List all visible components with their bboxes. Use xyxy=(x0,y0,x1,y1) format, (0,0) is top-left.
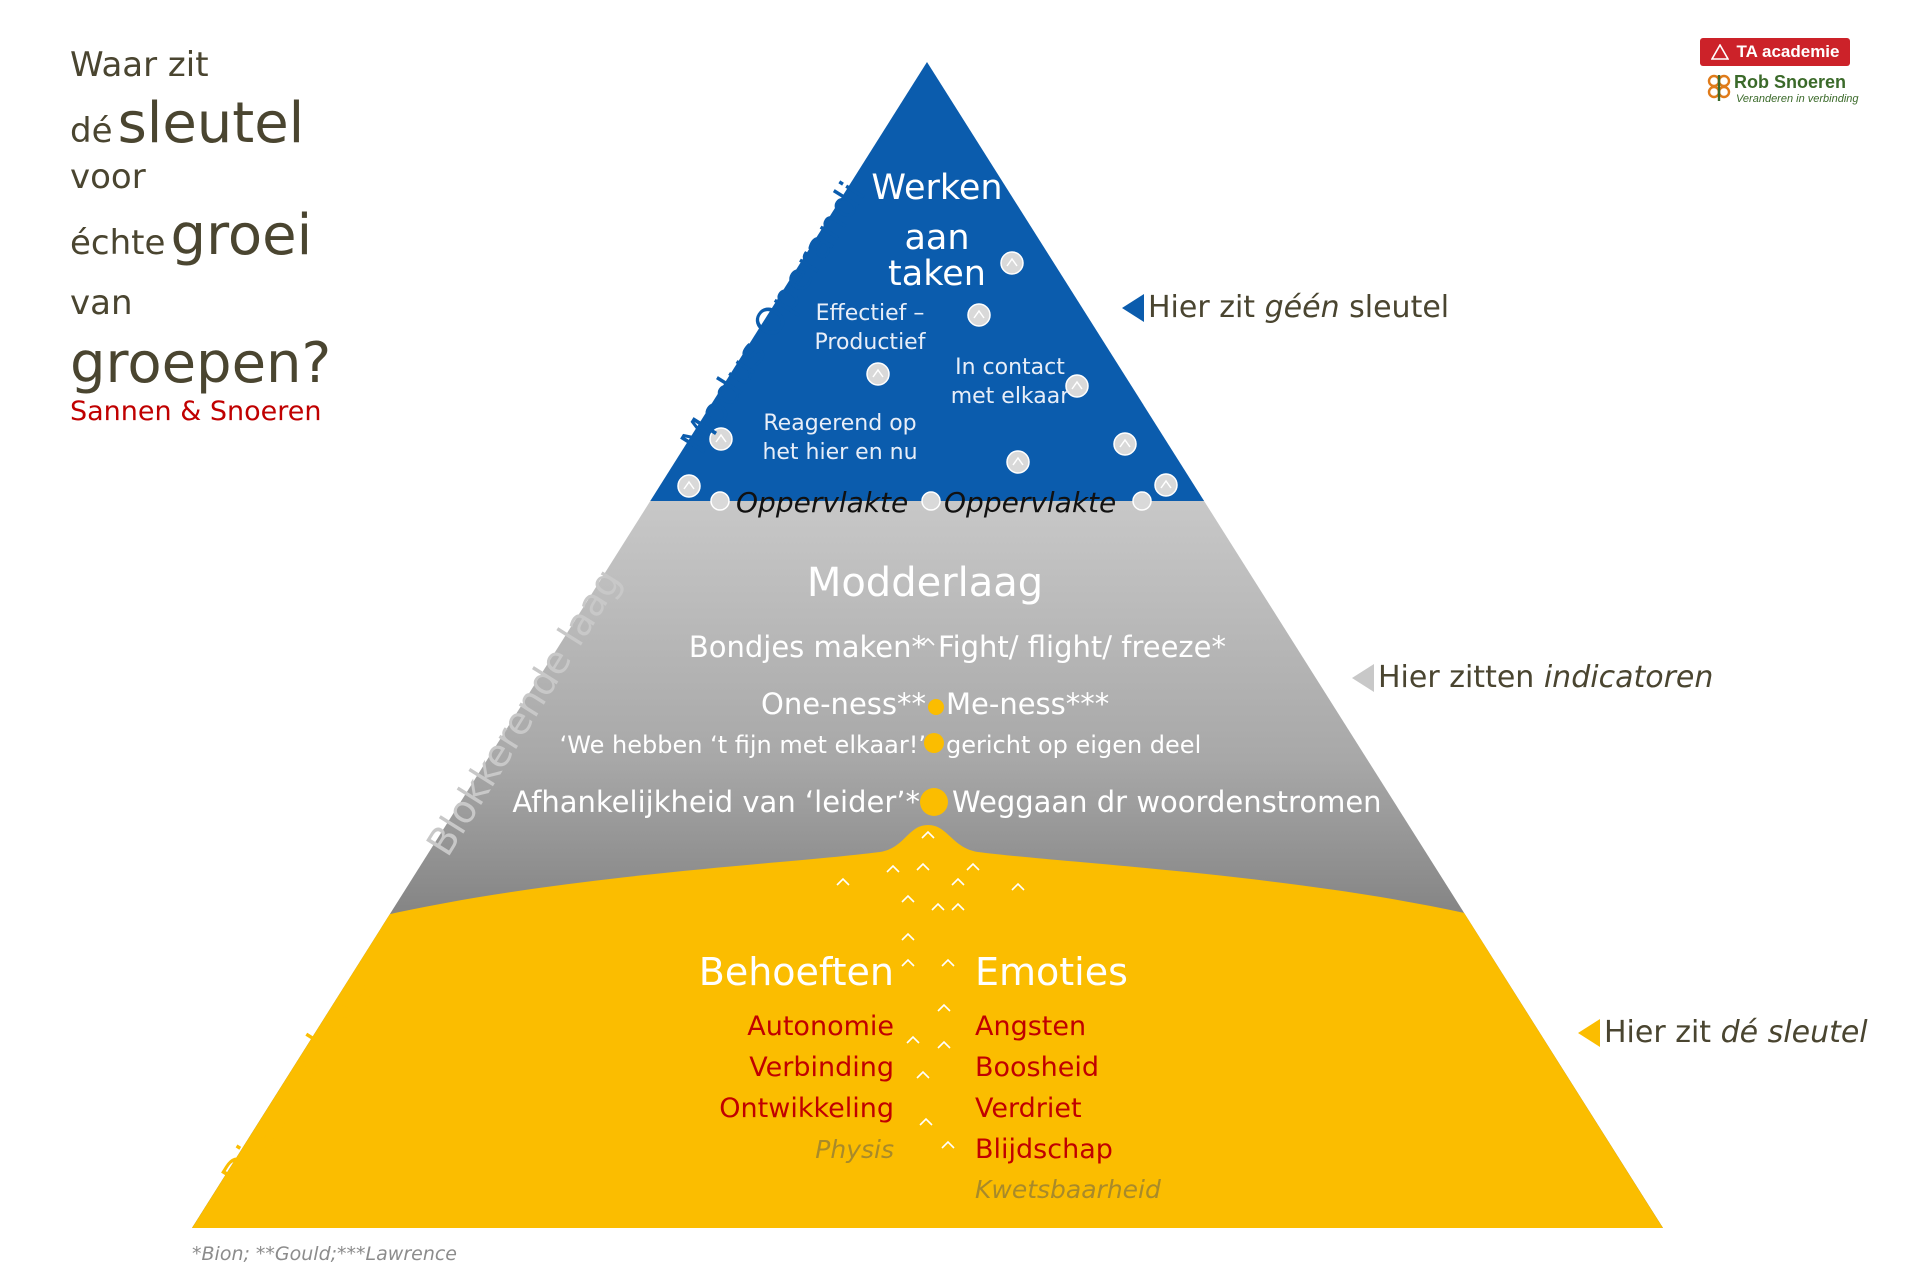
pointer-bottom-text: Hier zit dé sleutel xyxy=(1604,1015,1868,1050)
top-item-contact-line-1: In contact xyxy=(955,355,1065,380)
emotion-item: Blijdschap xyxy=(975,1134,1113,1165)
footnote: *Bion; **Gould;***Lawrence xyxy=(192,1243,457,1265)
bubble xyxy=(1000,251,1024,275)
triangle-logo-icon xyxy=(1710,44,1729,60)
bubble xyxy=(709,427,733,451)
pointer-triangle-blue-icon xyxy=(1122,293,1144,322)
surface-bubbles xyxy=(677,251,1178,511)
need-extra: Physis xyxy=(815,1135,894,1164)
top-item-contact: In contact met elkaar xyxy=(935,354,1085,411)
bubble xyxy=(1006,450,1030,474)
pointer-middle: Hier zitten indicatoren xyxy=(1352,660,1713,695)
pointer-triangle-yellow-icon xyxy=(1578,1018,1600,1047)
emotion-item: Verdriet xyxy=(975,1093,1082,1124)
rising-dots xyxy=(920,699,948,816)
mud-row3-left: ‘We hebben ‘t fijn met elkaar!’ xyxy=(559,731,926,759)
top-item-effectief-line-1: Effectief – xyxy=(815,301,925,326)
title-line-3: voor xyxy=(70,157,146,197)
title-line-2: dé sleutel xyxy=(70,91,305,156)
mud-row3-right: gericht op eigen deel xyxy=(946,731,1202,759)
mud-row1-right: Fight/ flight/ freeze* xyxy=(938,630,1226,664)
deep-layer xyxy=(192,825,1663,1228)
top-item-reagerend-line-2: het hier en nu xyxy=(762,439,918,465)
emotion-item: Boosheid xyxy=(975,1052,1099,1083)
bubble xyxy=(710,491,730,511)
pointer-top-text: Hier zit géén sleutel xyxy=(1148,290,1450,325)
emotions-heading: Emoties xyxy=(975,950,1128,994)
top-heading-3: taken xyxy=(888,254,986,294)
top-item-reagerend-line-1: Reagerend op xyxy=(763,411,917,436)
top-item-effectief: Effectief – Productief xyxy=(795,300,945,357)
top-heading-2: aan xyxy=(904,218,970,258)
emotion-extra: Kwetsbaarheid xyxy=(975,1175,1161,1204)
mud-row4-right: Weggaan dr woordenstromen xyxy=(952,785,1382,819)
need-item: Autonomie xyxy=(747,1011,894,1042)
needs-heading: Behoeften xyxy=(698,950,894,994)
bubble xyxy=(921,491,941,511)
caret-stream xyxy=(836,637,1025,1149)
need-item: Ontwikkeling xyxy=(719,1093,894,1124)
top-heading-1: Werken xyxy=(871,168,1003,208)
bubble xyxy=(1065,374,1089,398)
mud-row1-left: Bondjes maken* xyxy=(688,630,926,664)
top-item-effectief-line-2: Productief xyxy=(814,329,926,355)
ta-academie-text: TA academie xyxy=(1736,42,1840,61)
dot xyxy=(920,788,948,816)
bubble xyxy=(1132,491,1152,511)
top-item-contact-line-2: met elkaar xyxy=(950,383,1070,409)
title-line-4: échte groei xyxy=(70,203,313,268)
knot-logo-icon xyxy=(1707,74,1731,101)
pointer-middle-text: Hier zitten indicatoren xyxy=(1378,660,1714,695)
pointer-top: Hier zit géén sleutel xyxy=(1122,290,1449,325)
mud-row2-left: One-ness** xyxy=(761,687,926,721)
mud-row2-right: Me-ness*** xyxy=(946,687,1110,721)
top-item-reagerend: Reagerend op het hier en nu xyxy=(745,410,935,467)
title-line-6: groepen? xyxy=(70,331,332,396)
title-line-1: Waar zit xyxy=(70,45,209,85)
middle-heading: Modderlaag xyxy=(806,560,1044,606)
mud-row4-left: Afhankelijkheid van ‘leider’* xyxy=(512,785,920,819)
title-line-5: van xyxy=(70,283,133,323)
bubble xyxy=(1113,432,1137,456)
emotion-item: Angsten xyxy=(975,1011,1087,1042)
surface-label-right: Oppervlakte xyxy=(944,486,1117,519)
bubble xyxy=(866,362,890,386)
bubble xyxy=(967,303,991,327)
rob-snoeren-tagline: Veranderen in verbinding xyxy=(1736,93,1859,105)
dot xyxy=(928,699,944,715)
pointer-bottom: Hier zit dé sleutel xyxy=(1578,1015,1868,1050)
pointer-triangle-grey-icon xyxy=(1352,663,1374,692)
rob-snoeren-name: Rob Snoeren xyxy=(1734,72,1847,92)
bubble xyxy=(677,474,701,498)
need-item: Verbinding xyxy=(749,1052,894,1083)
authors: Sannen & Snoeren xyxy=(70,396,322,427)
bubble xyxy=(1154,473,1178,497)
dot xyxy=(924,733,944,753)
ta-academie-logo: TA academie xyxy=(1700,38,1850,66)
surface-label-left: Oppervlakte xyxy=(736,486,909,519)
